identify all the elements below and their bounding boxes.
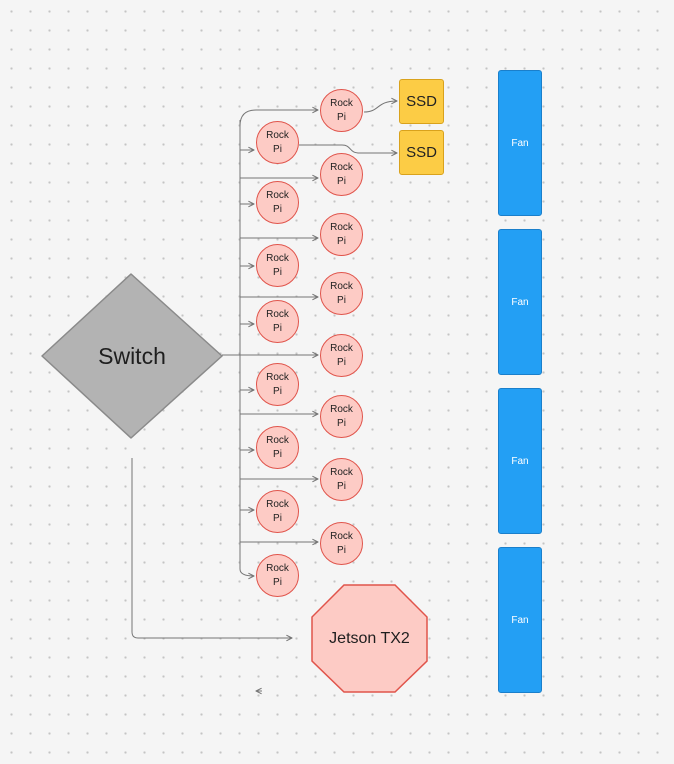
rock-pi-label-line2: Pi [337,111,346,123]
rock-pi-label-line2: Pi [337,294,346,306]
rock-pi-node[interactable]: Rock Pi [320,334,363,377]
rock-pi-label-line2: Pi [337,235,346,247]
rock-pi-node[interactable]: Rock Pi [320,213,363,256]
link-switch-jetson [131,458,292,638]
rock-pi-label-line1: Rock [266,308,289,320]
fan-node[interactable]: Fan [498,388,542,534]
rock-pi-label-line1: Rock [330,161,353,173]
rock-pi-label-line1: Rock [330,221,353,233]
rock-pi-label-line2: Pi [273,266,282,278]
rock-pi-node[interactable]: Rock Pi [320,272,363,315]
rock-pi-node[interactable]: Rock Pi [320,522,363,565]
connectors [131,101,397,691]
rock-pi-node[interactable]: Rock Pi [256,554,299,597]
rock-pi-node[interactable]: Rock Pi [256,363,299,406]
rock-pi-label-line1: Rock [266,562,289,574]
jetson-shape[interactable] [311,584,428,693]
rock-pi-label-line1: Rock [266,129,289,141]
rock-pi-label-line2: Pi [337,480,346,492]
rock-pi-node[interactable]: Rock Pi [256,490,299,533]
rock-pi-node[interactable]: Rock Pi [320,89,363,132]
branch-l8 [239,568,254,576]
rock-pi-label-line1: Rock [330,97,353,109]
ssd-node[interactable]: SSD [399,79,444,124]
rock-pi-label-line2: Pi [337,175,346,187]
rock-pi-label-line2: Pi [337,356,346,368]
rock-pi-label-line2: Pi [273,203,282,215]
rock-pi-node[interactable]: Rock Pi [320,458,363,501]
link-rock-ssd1 [363,101,397,113]
rock-pi-label-line2: Pi [273,576,282,588]
rock-pi-node[interactable]: Rock Pi [320,395,363,438]
rock-pi-label-line2: Pi [273,448,282,460]
rock-pi-label-line1: Rock [266,189,289,201]
rock-pi-label-line1: Rock [330,403,353,415]
link-rock-ssd2 [299,144,397,153]
rock-pi-label-line2: Pi [273,322,282,334]
rock-pi-node[interactable]: Rock Pi [256,121,299,164]
rock-pi-node[interactable]: Rock Pi [256,244,299,287]
rock-pi-node[interactable]: Rock Pi [256,181,299,224]
rock-pi-label-line1: Rock [330,280,353,292]
rock-pi-label-line2: Pi [273,143,282,155]
rock-pi-label-line1: Rock [266,434,289,446]
rock-pi-node[interactable]: Rock Pi [320,153,363,196]
rock-pi-label-line1: Rock [266,371,289,383]
switch-shape[interactable] [41,273,223,439]
fan-node[interactable]: Fan [498,547,542,693]
rock-pi-label-line2: Pi [337,544,346,556]
rock-pi-label-line1: Rock [266,498,289,510]
rock-pi-label-line2: Pi [337,417,346,429]
rock-pi-label-line2: Pi [273,512,282,524]
fan-node[interactable]: Fan [498,229,542,375]
branch-r1 [239,110,318,127]
fan-node[interactable]: Fan [498,70,542,216]
rock-pi-node[interactable]: Rock Pi [256,300,299,343]
rock-pi-label-line1: Rock [266,252,289,264]
ssd-node[interactable]: SSD [399,130,444,175]
rock-pi-label-line1: Rock [330,342,353,354]
rock-pi-label-line1: Rock [330,530,353,542]
rock-pi-label-line1: Rock [330,466,353,478]
rock-pi-label-line2: Pi [273,385,282,397]
rock-pi-node[interactable]: Rock Pi [256,426,299,469]
